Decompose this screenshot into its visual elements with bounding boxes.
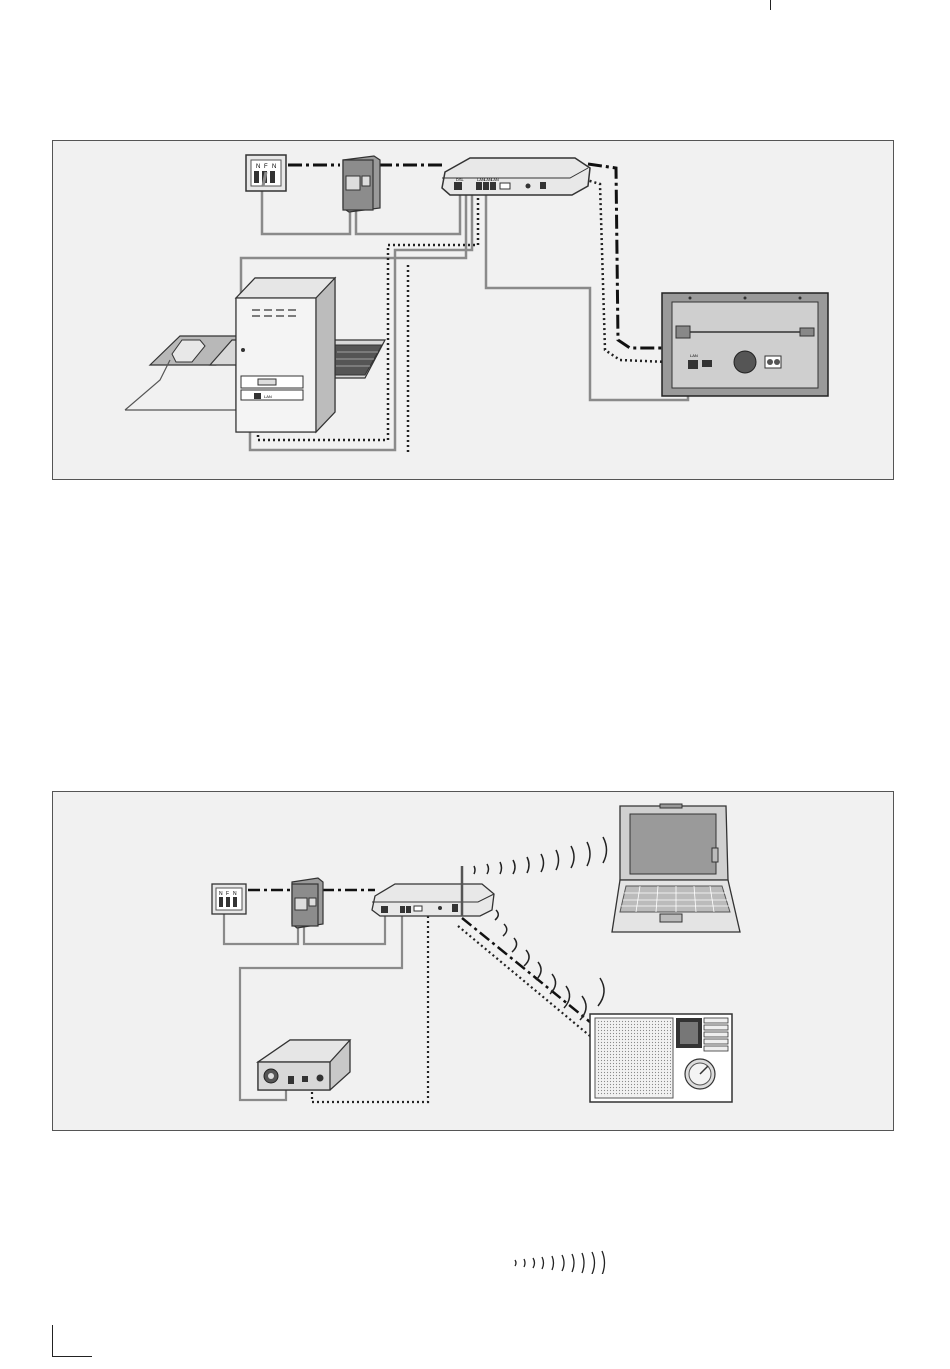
dotted-cable-router-radio <box>580 178 668 362</box>
wireless-network-panel: N F N <box>52 791 894 1131</box>
dashdot-wireless-link-router-radio <box>462 918 590 1022</box>
wireless-waves-icon <box>487 898 604 1020</box>
socket-label-2: F <box>264 164 268 170</box>
wired-network-panel: N F N DSL LAN LAN LAN <box>52 140 894 480</box>
pc-port-lan-label: LAN <box>264 394 272 399</box>
socket-label-2: F <box>226 891 229 897</box>
wireless-router-icon <box>372 866 494 916</box>
socket-label-1: N <box>256 164 260 170</box>
router-port-dsl: DSL <box>456 177 465 182</box>
router-icon: DSL LAN LAN LAN <box>442 158 590 195</box>
dotted-wireless-link-router-radio <box>458 926 590 1036</box>
socket-label-3: N <box>233 891 237 897</box>
wireless-waves-icon <box>474 837 607 874</box>
gray-cable-socket-splitter <box>262 188 350 234</box>
crop-mark-bottom-horizontal <box>52 1356 92 1357</box>
router-port-lan3: LAN <box>491 177 499 182</box>
telephone-wall-socket-icon: N F N <box>246 155 286 191</box>
crop-mark-bottom-vertical <box>52 1325 53 1357</box>
radio-port-lan-label: LAN <box>690 353 698 358</box>
dsl-splitter-icon <box>292 878 323 928</box>
telephone-wall-socket-icon: N F N <box>212 884 246 914</box>
dashdot-cable-router-radio <box>588 164 670 348</box>
desktop-pc-tower-icon: LAN <box>236 278 335 432</box>
wireless-waves-icon <box>510 1250 610 1274</box>
laptop-icon <box>612 804 740 932</box>
network-storage-device-icon <box>258 1040 350 1090</box>
gray-cable-socket-splitter <box>224 910 298 944</box>
gray-cable-router-radio <box>486 192 688 400</box>
internet-radio-rear-icon: LAN <box>662 293 828 396</box>
socket-label-3: N <box>272 164 276 170</box>
internet-radio-front-icon <box>590 1014 732 1102</box>
dsl-splitter-icon <box>343 156 380 212</box>
socket-label-1: N <box>219 891 223 897</box>
crop-mark-top <box>770 0 771 10</box>
